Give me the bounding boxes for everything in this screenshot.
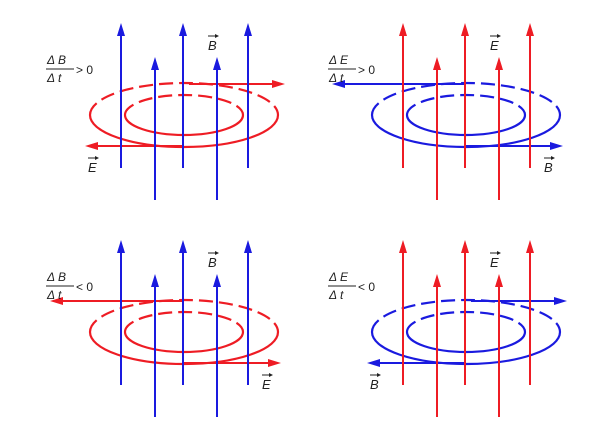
field-arrowhead [433, 57, 441, 70]
field-arrowhead [461, 240, 469, 253]
field-arrowhead [433, 274, 441, 287]
formula-denominator: Δ t [46, 71, 62, 85]
field-arrowhead [117, 240, 125, 253]
top-tangent-arrowhead [272, 80, 285, 88]
vertical-field-label: B [208, 255, 217, 270]
field-arrowhead [117, 23, 125, 36]
formula-denominator: Δ t [46, 288, 62, 302]
vertical-field-label: E [490, 38, 499, 53]
vector-bar-head [215, 251, 219, 255]
formula-relation: < 0 [358, 280, 375, 294]
vertical-field-label: B [208, 38, 217, 53]
formula-relation: > 0 [358, 63, 375, 77]
field-arrowhead [526, 23, 534, 36]
panel-db-dt-positive: B E Δ B Δ t > 0 [46, 23, 285, 200]
field-arrowhead [526, 240, 534, 253]
field-arrowhead [399, 240, 407, 253]
panel-de-dt-negative: E B Δ E Δ t < 0 [328, 240, 567, 417]
bottom-tangent-arrowhead [550, 142, 563, 150]
vector-bar-head [95, 156, 99, 160]
vector-bar-head [215, 34, 219, 38]
vector-bar-head [497, 34, 501, 38]
field-arrowhead [244, 240, 252, 253]
field-arrowhead [179, 23, 187, 36]
top-tangent-arrowhead [332, 80, 345, 88]
field-arrowhead [399, 23, 407, 36]
vector-bar-head [269, 373, 273, 377]
formula-relation: > 0 [76, 63, 93, 77]
panel-de-dt-positive: E B Δ E Δ t > 0 [328, 23, 563, 200]
loop-field-label: E [262, 377, 271, 392]
bottom-tangent-arrowhead [268, 359, 281, 367]
vector-bar-head [497, 251, 501, 255]
bottom-tangent-arrowhead [367, 359, 380, 367]
formula-relation: < 0 [76, 280, 93, 294]
field-arrowhead [495, 57, 503, 70]
formula-numerator: Δ B [46, 53, 66, 67]
field-arrowhead [244, 23, 252, 36]
loop-field-label: B [544, 160, 553, 175]
top-tangent-arrowhead [554, 297, 567, 305]
field-arrowhead [213, 57, 221, 70]
top-tangent-arrowhead [50, 297, 63, 305]
field-arrowhead [151, 57, 159, 70]
panel-db-dt-negative: B E Δ B Δ t < 0 [46, 240, 281, 417]
field-arrowhead [461, 23, 469, 36]
bottom-tangent-arrowhead [85, 142, 98, 150]
formula-numerator: Δ E [328, 53, 349, 67]
field-arrowhead [213, 274, 221, 287]
loop-field-label: E [88, 160, 97, 175]
field-arrowhead [495, 274, 503, 287]
formula-denominator: Δ t [328, 71, 344, 85]
field-arrowhead [179, 240, 187, 253]
vector-bar-head [377, 373, 381, 377]
loop-field-label: B [370, 377, 379, 392]
formula-numerator: Δ E [328, 270, 349, 284]
vector-bar-head [551, 156, 555, 160]
formula-denominator: Δ t [328, 288, 344, 302]
vertical-field-label: E [490, 255, 499, 270]
formula-numerator: Δ B [46, 270, 66, 284]
field-arrowhead [151, 274, 159, 287]
